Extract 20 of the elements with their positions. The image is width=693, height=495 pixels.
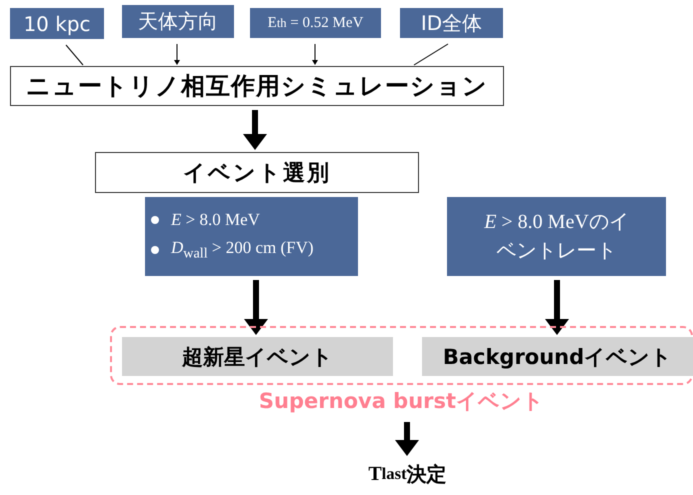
arrow [395,422,419,456]
arrow [312,44,318,65]
criterion-text: D$_{wall}$ > 200 cm (FV) [171,238,314,263]
connector-line [414,44,448,66]
process-box: ニュートリノ相互作用シミュレーション [10,66,504,106]
criterion-text: E > 8.0 MeV [171,210,260,230]
arrow [174,44,180,65]
category-box: 超新星イベント [122,337,393,376]
process-box: イベント選別 [95,152,419,193]
category-box: Backgroundイベント [422,337,693,376]
arrow [244,280,268,335]
label-tag: 10 kpc [10,8,104,39]
label-tag: 天体方向 [122,5,234,38]
arrow [243,110,267,150]
connector-line [66,44,84,66]
label-tag: ID全体 [400,8,503,38]
info-panel: E > 8.0 MeVのイベントレート [447,197,666,276]
group-title: Supernova burstイベント [258,388,546,415]
arrow [545,280,569,335]
criteria-panel [145,197,358,276]
